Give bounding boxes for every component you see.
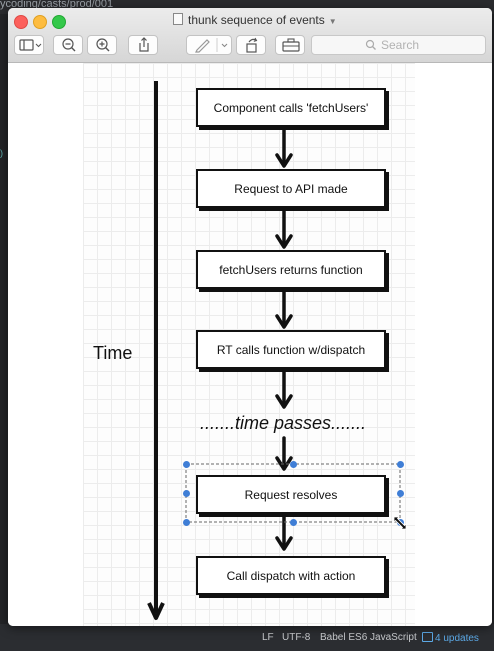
step-arrow	[275, 127, 293, 168]
step-label: Component calls 'fetchUsers'	[213, 100, 369, 115]
step-label: Request resolves	[244, 487, 338, 502]
selection-handle[interactable]	[290, 461, 297, 468]
step-box[interactable]: Request to API made	[196, 169, 386, 208]
resize-cursor-icon	[393, 516, 407, 530]
step-label: Request to API made	[234, 181, 348, 196]
diagram-canvas: Component calls 'fetchUsers' Request to …	[83, 63, 415, 626]
step-label: RT calls function w/dispatch	[216, 342, 366, 357]
flow-arrows	[147, 81, 401, 620]
search-field[interactable]: Search	[311, 35, 486, 55]
step-arrow	[275, 436, 293, 471]
share-icon	[139, 37, 149, 52]
time-passes-label: .......time passes.......	[200, 413, 367, 433]
step-arrow	[275, 289, 293, 329]
zoom-in-button[interactable]	[87, 35, 117, 55]
window-title[interactable]: thunk sequence of events▼	[173, 13, 337, 27]
line-ending-status[interactable]: LF	[262, 632, 274, 643]
search-icon	[365, 39, 376, 50]
selection-handle[interactable]	[397, 490, 404, 497]
toolbox-icon	[282, 38, 300, 52]
search-placeholder: Search	[381, 38, 420, 52]
step-box[interactable]: fetchUsers returns function	[196, 250, 386, 289]
window-title-text: thunk sequence of events	[188, 13, 325, 27]
time-axis-label: Time	[93, 343, 133, 363]
selection-handle[interactable]	[290, 519, 297, 526]
markup-pen-icon	[195, 38, 228, 53]
editor-status-bar: LF UTF-8 Babel ES6 JavaScript 4 updates	[0, 624, 494, 651]
step-box-selected[interactable]: Request resolves	[196, 475, 386, 514]
zoom-in-icon	[96, 38, 110, 52]
selection-handle[interactable]	[183, 490, 190, 497]
updates-status[interactable]: 4 updates	[422, 632, 479, 644]
title-bar[interactable]: thunk sequence of events▼	[8, 8, 492, 63]
time-axis-arrowhead	[147, 602, 165, 620]
encoding-status[interactable]: UTF-8	[282, 632, 311, 643]
step-arrow	[275, 369, 293, 409]
zoom-button[interactable]	[52, 15, 66, 29]
step-arrow	[275, 514, 293, 551]
chevron-down-icon: ▼	[328, 17, 337, 26]
sidebar-button[interactable]	[14, 35, 44, 55]
selection-handle[interactable]	[183, 461, 190, 468]
step-box[interactable]: Call dispatch with action	[196, 556, 386, 595]
preview-window: thunk sequence of events▼	[8, 8, 492, 626]
package-icon	[422, 632, 433, 642]
background-path: ycoding/casts/prod/001	[0, 0, 114, 10]
updates-label: 4 updates	[435, 633, 479, 644]
sidebar-icon	[19, 39, 42, 51]
close-button[interactable]	[14, 15, 28, 29]
rotate-icon	[246, 37, 258, 53]
grammar-status[interactable]: Babel ES6 JavaScript	[320, 632, 417, 643]
gutter-mark: )	[0, 148, 3, 158]
rotate-button[interactable]	[236, 35, 266, 55]
step-arrow	[275, 208, 293, 249]
selection-handle[interactable]	[397, 461, 404, 468]
markup-button[interactable]	[186, 35, 232, 55]
step-box[interactable]: Component calls 'fetchUsers'	[196, 88, 386, 127]
step-label: Call dispatch with action	[226, 568, 356, 583]
document-icon	[173, 13, 183, 25]
share-button[interactable]	[128, 35, 158, 55]
zoom-out-icon	[62, 38, 76, 52]
document-view[interactable]: Component calls 'fetchUsers' Request to …	[8, 63, 492, 626]
zoom-out-button[interactable]	[53, 35, 83, 55]
selection-handle[interactable]	[183, 519, 190, 526]
step-box[interactable]: RT calls function w/dispatch	[196, 330, 386, 369]
step-label: fetchUsers returns function	[219, 262, 363, 277]
toolbox-button[interactable]	[275, 35, 305, 55]
background-editor-gutter: )	[0, 14, 8, 624]
minimize-button[interactable]	[33, 15, 47, 29]
